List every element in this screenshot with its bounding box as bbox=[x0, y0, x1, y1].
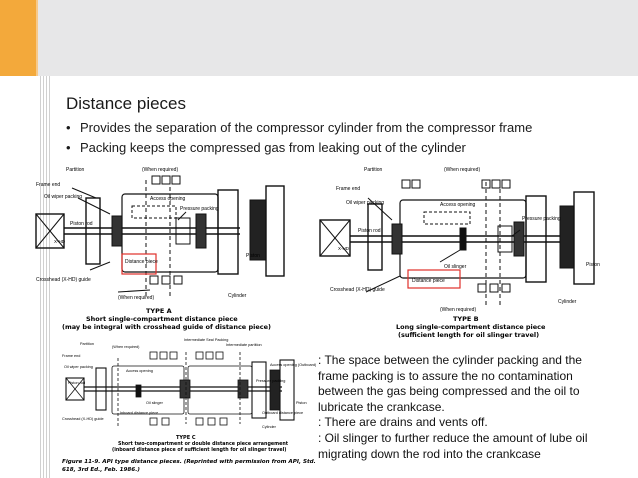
label-oil-wiper-c: Oil wiper packing bbox=[64, 365, 93, 369]
note-line: : The space between the cylinder packing… bbox=[318, 353, 582, 367]
label-partition-b: Partition bbox=[364, 167, 383, 173]
decorative-vertical-lines bbox=[40, 76, 50, 478]
label-distance-piece-b: Distance piece bbox=[412, 278, 445, 284]
label-pressure-packing-b: Pressure packing bbox=[522, 216, 561, 222]
figure-caption-line2: 618, 3rd Ed., Feb. 1986.) bbox=[62, 467, 140, 473]
label-crosshead-guide-c: Crosshead (X-HD) guide bbox=[62, 417, 104, 421]
label-when-required-bottom-a: (When required) bbox=[118, 295, 154, 301]
label-cylinder-a: Cylinder bbox=[228, 293, 247, 299]
label-frame-end-c: Frame end bbox=[62, 354, 80, 358]
caption-type-c: TYPE C bbox=[176, 435, 196, 441]
slide-title: Distance pieces bbox=[66, 94, 187, 113]
note-line: lubricate the crankcase. bbox=[318, 399, 445, 414]
label-piston-b: Piston bbox=[586, 262, 600, 268]
note-line: : There are drains and vents off. bbox=[318, 415, 488, 430]
label-piston-rod-a: Piston rod bbox=[70, 221, 93, 227]
label-when-required-top-b: (When required) bbox=[444, 167, 480, 173]
notes-text-block: : The space between the cylinder packing… bbox=[318, 353, 618, 462]
label-crosshead-a: X-HD bbox=[54, 239, 66, 244]
label-oil-wiper-b: Oil wiper packing bbox=[346, 200, 384, 206]
label-piston-rod-b: Piston rod bbox=[358, 228, 381, 234]
note-line: between the gas being compressed and the… bbox=[318, 384, 580, 399]
label-piston-rod-c: Piston rod bbox=[68, 381, 85, 385]
label-frame-end-a: Frame end bbox=[36, 182, 60, 188]
bullet-list: Provides the separation of the compresso… bbox=[66, 118, 532, 158]
caption-a-line2: (may be integral with crosshead guide of… bbox=[62, 323, 271, 331]
caption-c-line1: Short two-compartment or double distance… bbox=[118, 441, 289, 447]
accent-line bbox=[36, 0, 38, 76]
label-crosshead-guide-a: Crosshead (X-HD) guide bbox=[36, 277, 91, 283]
label-cylinder-c: Cylinder bbox=[262, 425, 277, 429]
caption-b-line2: (sufficient length for oil slinger trave… bbox=[398, 331, 539, 339]
label-oil-slinger-b: Oil slinger bbox=[444, 264, 467, 270]
label-oil-slinger-c: Oil slinger bbox=[146, 401, 164, 405]
label-inboard-distance-c: Inboard distance piece bbox=[120, 411, 158, 415]
bullet-item: Packing keeps the compressed gas from le… bbox=[66, 138, 532, 158]
note-line: frame packing is to assure the no contam… bbox=[318, 368, 573, 383]
label-cylinder-b: Cylinder bbox=[558, 299, 577, 305]
caption-c-line2: (inboard distance piece of sufficient le… bbox=[112, 447, 286, 453]
caption-type-b: TYPE B bbox=[453, 315, 479, 323]
label-when-required-top-a: (When required) bbox=[142, 167, 178, 173]
label-intermediate-partition-c: Intermediate partition bbox=[226, 343, 262, 347]
label-crosshead-guide-b: Crosshead (X-HD) guide bbox=[330, 287, 385, 293]
bullet-item: Provides the separation of the compresso… bbox=[66, 118, 532, 138]
caption-a-line1: Short single-compartment distance piece bbox=[86, 315, 238, 323]
label-access-opening-a: Access opening bbox=[150, 196, 186, 202]
label-oil-wiper-a: Oil wiper packing bbox=[44, 194, 82, 200]
caption-b-line1: Long single-compartment distance piece bbox=[396, 323, 546, 331]
label-pressure-packing-c: Pressure packing bbox=[256, 379, 285, 383]
note-line: : Oil slinger to further reduce the amou… bbox=[318, 430, 588, 445]
label-outboard-distance-c: Outboard distance piece bbox=[262, 411, 303, 415]
label-partition-c: Partition bbox=[80, 342, 94, 346]
note-line: migrating down the rod into the crankcas… bbox=[318, 446, 541, 461]
label-access-opening-right-c: Access opening (Outboard) bbox=[270, 363, 317, 367]
label-partition-a: Partition bbox=[66, 167, 85, 173]
label-frame-end-b: Frame end bbox=[336, 186, 360, 192]
caption-type-a: TYPE A bbox=[146, 307, 172, 315]
label-access-opening-b: Access opening bbox=[440, 202, 476, 208]
label-intermediate-seal-c: Intermediate Seal Packing bbox=[184, 338, 228, 342]
label-when-required-bottom-b: (When required) bbox=[440, 307, 476, 313]
header-band bbox=[0, 0, 638, 76]
label-distance-piece-a: Distance piece bbox=[125, 259, 158, 265]
label-when-required-c: (When required) bbox=[112, 345, 140, 349]
label-piston-c: Piston bbox=[296, 401, 307, 405]
label-piston-a: Piston bbox=[246, 253, 260, 259]
label-pressure-packing-a: Pressure packing bbox=[180, 206, 219, 212]
label-crosshead-b: X-HD bbox=[338, 246, 350, 251]
label-access-opening-left-c: Access opening bbox=[126, 369, 153, 373]
figure-caption-line1: Figure 11-9. API type distance pieces. (… bbox=[62, 459, 316, 465]
accent-bar bbox=[0, 0, 36, 76]
